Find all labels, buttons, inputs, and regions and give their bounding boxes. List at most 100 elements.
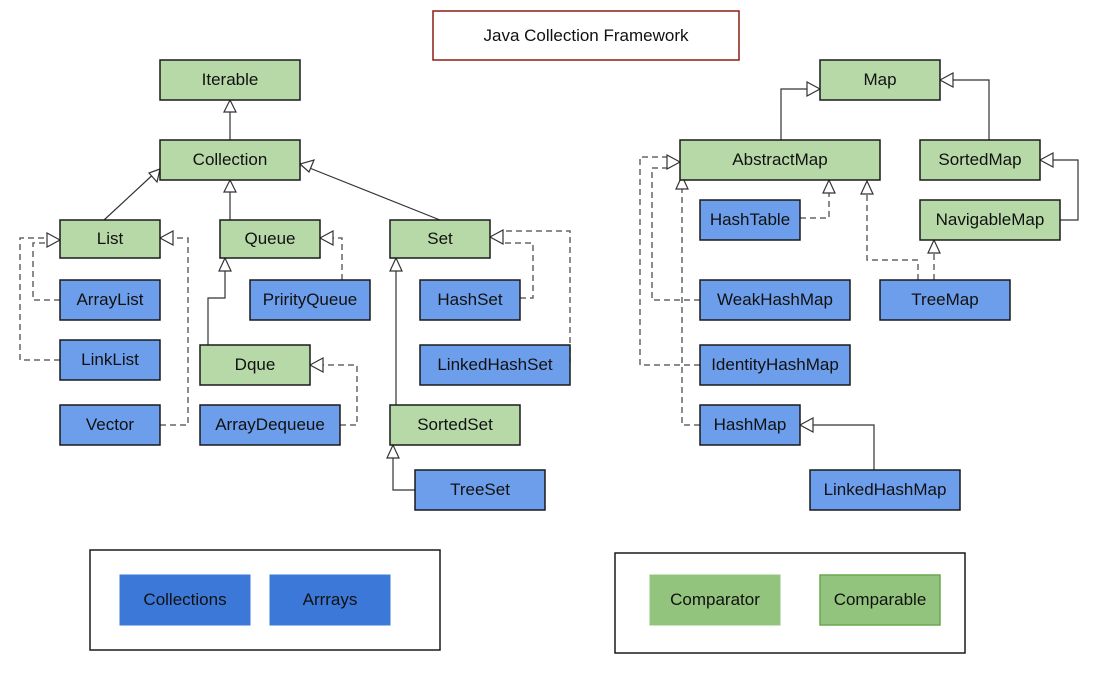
node-sortedset-label: SortedSet xyxy=(417,415,493,434)
edge-abstractmap-map xyxy=(780,88,807,140)
arrowhead-abstractmap-from-hashtable xyxy=(822,178,836,194)
node-collection-label: Collection xyxy=(193,150,268,169)
arrowhead-map-left xyxy=(806,80,822,98)
edge-sortedmap-map xyxy=(953,79,990,140)
node-dque: Dque xyxy=(199,344,311,386)
node-linkedhashmap-label: LinkedHashMap xyxy=(824,480,947,499)
arrowhead-collection-from-set xyxy=(298,159,316,174)
utility-collections-label: Collections xyxy=(143,590,226,609)
node-hashtable-label: HashTable xyxy=(710,210,790,229)
node-linklist: LinkList xyxy=(59,339,161,381)
node-arraydequeue: ArrayDequeue xyxy=(199,404,341,446)
node-weakhashmap-label: WeakHashMap xyxy=(717,290,833,309)
node-set-label: Set xyxy=(427,229,453,248)
node-sortedmap-label: SortedMap xyxy=(938,150,1021,169)
node-queue: Queue xyxy=(219,219,321,259)
arrowhead-set xyxy=(488,228,504,246)
node-set: Set xyxy=(389,219,491,259)
utility-comparator: Comparator xyxy=(649,574,781,626)
node-weakhashmap: WeakHashMap xyxy=(699,279,851,321)
arrowhead-collection-from-list xyxy=(147,168,161,184)
node-list: List xyxy=(59,219,161,259)
edge-treemap-abstractmap xyxy=(866,194,919,280)
edge-treeset-sortedset xyxy=(392,458,415,491)
edge-hashtable-abstractmap xyxy=(800,193,830,219)
node-identityhashmap: IdentityHashMap xyxy=(699,344,851,386)
node-iterable-label: Iterable xyxy=(202,70,259,89)
node-prirityqueue: PrirityQueue xyxy=(249,279,371,321)
node-iterable: Iterable xyxy=(159,59,301,101)
node-queue-label: Queue xyxy=(244,229,295,248)
edge-linklist-list xyxy=(19,237,60,361)
utility-comparable-label: Comparable xyxy=(834,590,927,609)
edge-set-collection xyxy=(301,164,441,221)
node-treemap: TreeMap xyxy=(879,279,1011,321)
node-arraylist: ArrayList xyxy=(59,279,161,321)
arrowhead-queue xyxy=(318,229,334,247)
node-arraylist-label: ArrayList xyxy=(76,290,143,309)
node-hashmap: HashMap xyxy=(699,404,801,446)
node-vector-label: Vector xyxy=(86,415,135,434)
edge-arraylist-list xyxy=(32,242,60,301)
edge-arraydequeue-dque xyxy=(323,364,358,426)
utility-comparable: Comparable xyxy=(819,574,941,626)
utility-arrays-label: Arrrays xyxy=(303,590,358,609)
edge-dque-queue xyxy=(207,271,226,345)
node-sortedmap: SortedMap xyxy=(919,139,1041,181)
node-linkedhashmap: LinkedHashMap xyxy=(809,469,961,511)
node-linkedhashset: LinkedHashSet xyxy=(419,344,571,386)
node-linkedhashset-label: LinkedHashSet xyxy=(437,355,553,374)
arrowhead-iterable xyxy=(223,98,237,113)
node-dque-label: Dque xyxy=(235,355,276,374)
node-identityhashmap-label: IdentityHashMap xyxy=(711,355,839,374)
node-navigablemap: NavigableMap xyxy=(919,199,1061,241)
node-prirityqueue-label: PrirityQueue xyxy=(263,290,357,309)
node-treeset-label: TreeSet xyxy=(450,480,510,499)
node-treemap-label: TreeMap xyxy=(911,290,978,309)
node-hashset-label: HashSet xyxy=(437,290,502,309)
arrowhead-queue-from-dque xyxy=(218,256,232,272)
arrowhead-abstractmap-from-treemap xyxy=(860,179,874,195)
diagram-title-box: Java Collection Framework xyxy=(432,10,740,61)
arrowhead-collection-from-queue xyxy=(223,178,237,193)
node-hashtable: HashTable xyxy=(699,199,801,241)
edge-navigablemap-sortedmap xyxy=(1053,159,1079,221)
edge-identityhashmap-abstractmap xyxy=(639,156,700,366)
node-list-label: List xyxy=(97,229,124,248)
arrowhead-list-right xyxy=(158,229,174,247)
edge-linkedhashset-set xyxy=(503,230,571,363)
node-hashset: HashSet xyxy=(419,279,521,321)
node-vector: Vector xyxy=(59,404,161,446)
node-abstractmap-label: AbstractMap xyxy=(732,150,827,169)
arrowhead-sortedset xyxy=(386,443,400,459)
diagram-title: Java Collection Framework xyxy=(483,26,689,45)
node-sortedset: SortedSet xyxy=(389,404,521,446)
edge-weakhashmap-abstractmap xyxy=(651,167,700,301)
node-hashmap-label: HashMap xyxy=(714,415,787,434)
edge-linkedhashmap-hashmap xyxy=(813,424,875,470)
node-navigablemap-label: NavigableMap xyxy=(936,210,1045,229)
edge-prirityqueue-queue xyxy=(333,237,343,280)
arrowhead-hashmap xyxy=(798,416,814,434)
arrowhead-set-from-sortedset xyxy=(389,256,403,272)
edge-list-collection xyxy=(103,169,159,221)
node-treeset: TreeSet xyxy=(414,469,546,511)
arrowhead-navigablemap xyxy=(927,238,941,254)
edge-hashset-set xyxy=(503,242,534,299)
utility-arrays: Arrrays xyxy=(269,574,391,626)
node-linklist-label: LinkList xyxy=(81,350,139,369)
arrowhead-sortedmap xyxy=(1038,151,1054,169)
node-map: Map xyxy=(819,59,941,101)
node-abstractmap: AbstractMap xyxy=(679,139,881,181)
node-collection: Collection xyxy=(159,139,301,181)
edge-hashmap-abstractmap xyxy=(681,189,700,426)
node-map-label: Map xyxy=(863,70,896,89)
node-arraydequeue-label: ArrayDequeue xyxy=(215,415,325,434)
arrowhead-abstractmap-left xyxy=(666,153,682,171)
edges xyxy=(19,71,1079,491)
arrowhead-dque xyxy=(308,356,324,374)
edge-vector-list xyxy=(160,237,189,426)
utility-comparator-label: Comparator xyxy=(670,590,760,609)
utility-collections: Collections xyxy=(119,574,251,626)
